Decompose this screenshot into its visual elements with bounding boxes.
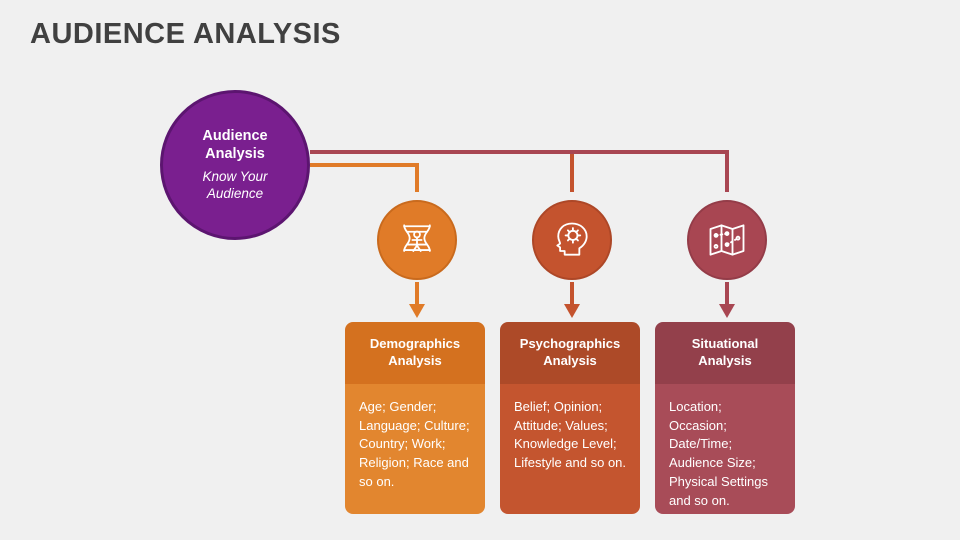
icon-circle-psychographics[interactable] — [532, 200, 612, 280]
card-psychographics-heading-line2: Analysis — [543, 352, 597, 368]
page-title: AUDIENCE ANALYSIS — [30, 18, 341, 50]
card-situational[interactable]: Situational Analysis Location; Occasion;… — [655, 322, 795, 514]
hub-title-line2: Analysis — [205, 146, 265, 163]
card-demographics-heading: Demographics Analysis — [345, 322, 485, 384]
hub-title: Audience Analysis — [202, 127, 267, 163]
hub-circle-audience-analysis[interactable]: Audience Analysis Know Your Audience — [160, 90, 310, 240]
card-demographics[interactable]: Demographics Analysis Age; Gender; Langu… — [345, 322, 485, 514]
card-demographics-heading-line1: Demographics — [369, 336, 461, 351]
card-situational-heading-line2: Analysis — [698, 352, 752, 368]
hub-subtitle-line1: Know Your — [202, 169, 268, 185]
hub-title-line1: Audience — [202, 128, 268, 144]
head-gear-icon — [556, 222, 588, 256]
card-demographics-body: Age; Gender; Language; Culture; Country;… — [345, 383, 485, 514]
card-demographics-heading-line2: Analysis — [388, 352, 442, 368]
map-icon — [709, 224, 745, 256]
hub-subtitle: Know Your Audience — [202, 169, 267, 203]
card-psychographics[interactable]: Psychographics Analysis Belief; Opinion;… — [500, 322, 640, 514]
icon-circle-situational[interactable] — [687, 200, 767, 280]
dna-people-icon — [403, 224, 431, 252]
card-psychographics-heading-line1: Psychographics — [519, 336, 621, 351]
card-situational-body: Location; Occasion; Date/Time; Audience … — [655, 383, 795, 514]
card-psychographics-heading: Psychographics Analysis — [500, 322, 640, 384]
card-situational-heading: Situational Analysis — [655, 322, 795, 384]
hub-subtitle-line2: Audience — [206, 186, 264, 202]
card-situational-heading-line1: Situational — [691, 336, 759, 351]
icon-circle-demographics[interactable] — [377, 200, 457, 280]
card-psychographics-body: Belief; Opinion; Attitude; Values; Knowl… — [500, 383, 640, 514]
